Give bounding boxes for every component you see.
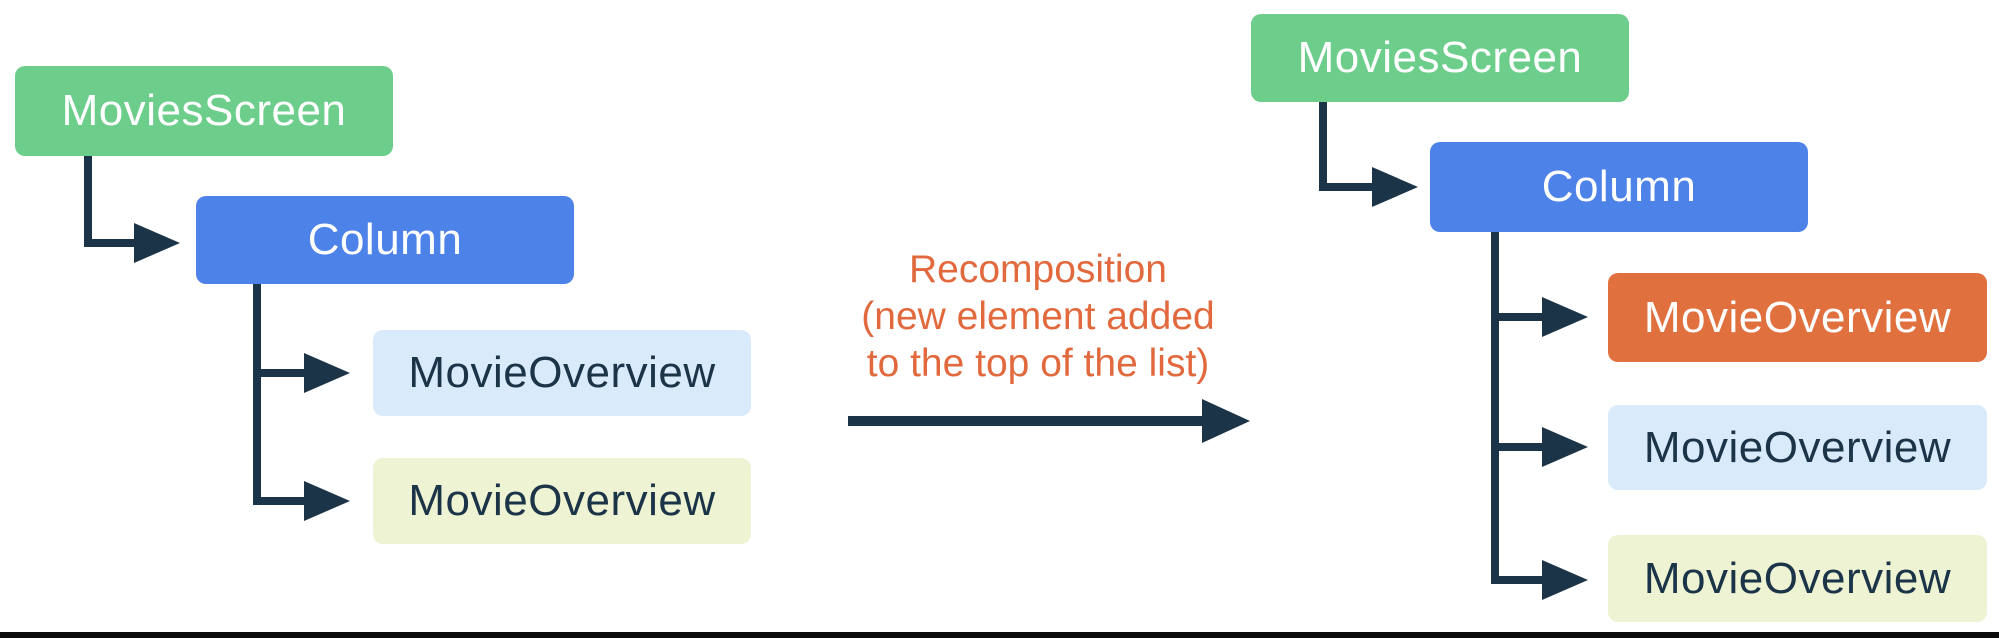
right-tree-movieoverview-new: MovieOverview — [1608, 273, 1987, 362]
node-label: Column — [1541, 162, 1697, 211]
left-tree-movieoverview-2: MovieOverview — [373, 458, 751, 544]
annotation-line-1: Recomposition — [909, 248, 1167, 291]
right-branch-arrowhead-3-icon — [1542, 560, 1588, 600]
right-tree-movieoverview-2: MovieOverview — [1608, 405, 1987, 490]
left-branch-arrowhead-1-icon — [304, 353, 350, 393]
annotation-line-3: to the top of the list) — [866, 342, 1210, 385]
right-tree-root-moviesscreen: MoviesScreen — [1251, 14, 1629, 102]
left-branch-connector — [253, 284, 350, 521]
node-label: Column — [307, 215, 463, 264]
right-elbow-connector — [1319, 102, 1418, 207]
node-label: MovieOverview — [1643, 553, 1952, 603]
left-elbow-arrowhead-icon — [134, 223, 180, 263]
transition-arrowhead-icon — [1202, 399, 1250, 443]
bottom-divider — [0, 632, 1999, 638]
annotation-line-2: (new element added — [861, 295, 1215, 338]
right-tree-movieoverview-3: MovieOverview — [1608, 535, 1987, 622]
transition-arrow — [848, 399, 1250, 443]
left-tree-root-moviesscreen: MoviesScreen — [15, 66, 393, 156]
right-elbow-line — [1319, 102, 1374, 191]
right-branch-arrowhead-2-icon — [1542, 427, 1588, 467]
left-tree-column: Column — [196, 196, 574, 284]
right-elbow-arrowhead-icon — [1372, 167, 1418, 207]
node-label: MoviesScreen — [61, 86, 347, 135]
left-branch-arrowhead-2-icon — [304, 481, 350, 521]
left-elbow-line — [84, 156, 136, 247]
right-branch-connector — [1491, 232, 1588, 600]
node-label: MovieOverview — [408, 476, 716, 525]
node-label: MovieOverview — [1643, 292, 1952, 342]
right-tree-column: Column — [1430, 142, 1808, 232]
node-label: MoviesScreen — [1297, 33, 1583, 82]
right-branch-arrowhead-1-icon — [1542, 297, 1588, 337]
node-label: MovieOverview — [1643, 422, 1952, 472]
left-tree-movieoverview-1: MovieOverview — [373, 330, 751, 416]
node-label: MovieOverview — [408, 348, 716, 397]
left-elbow-connector — [84, 156, 180, 263]
recomposition-annotation: Recomposition (new element added to the … — [818, 246, 1258, 387]
